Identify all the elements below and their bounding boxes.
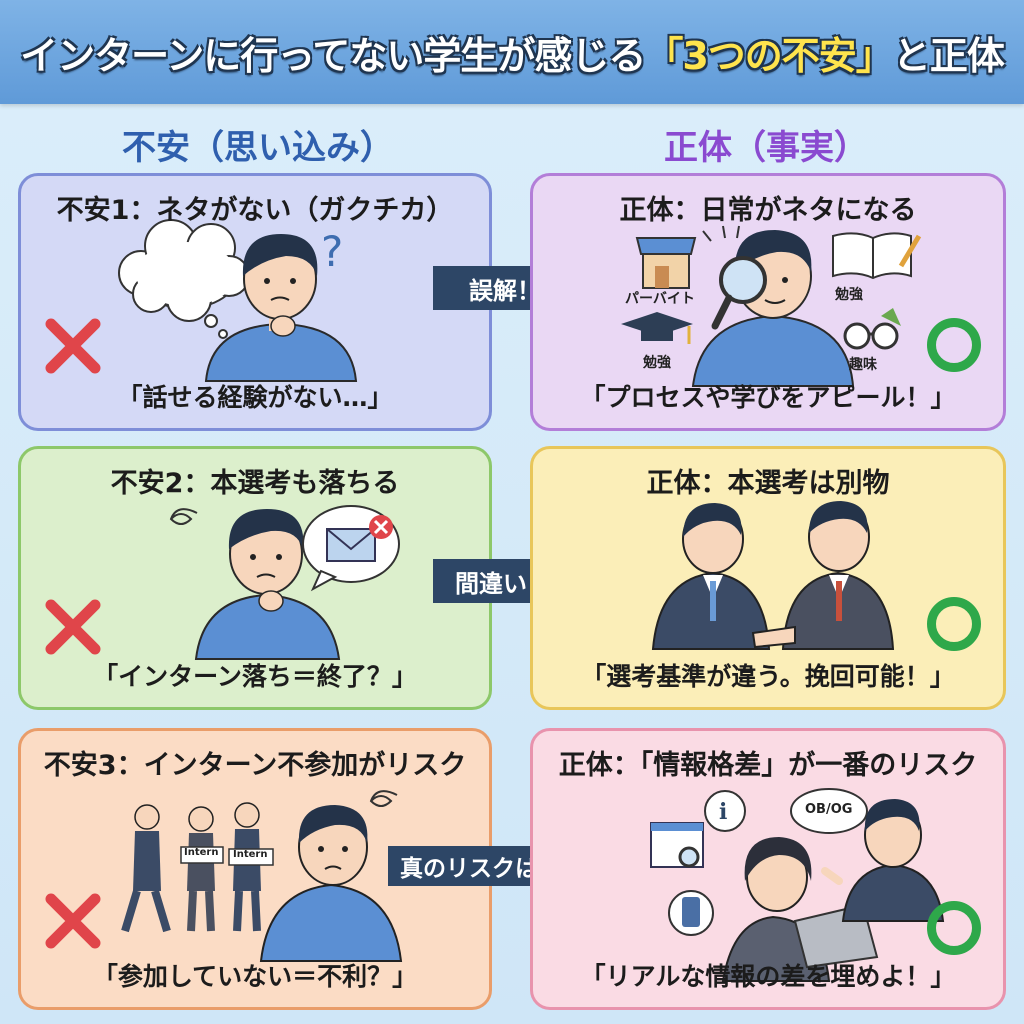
worried-student-illustration xyxy=(169,505,400,660)
title-highlight: 「3つの不安」 xyxy=(645,33,893,78)
circle-mark-icon xyxy=(927,597,981,651)
book-icon xyxy=(832,232,922,280)
anxiety-card-2: 不安2：本選考も落ちる 「インターン落ち＝終了？」 xyxy=(18,446,492,710)
shop-icon xyxy=(635,237,697,289)
anxiety-quote: 「話せる経験がない…」 xyxy=(117,383,393,412)
icon-label: 勉強 xyxy=(643,355,671,371)
title-suffix: と正体 xyxy=(892,33,1005,78)
circle-mark-icon xyxy=(927,318,981,372)
left-column-heading: 不安（思い込み） xyxy=(122,128,394,168)
arrow-label: 誤解！ xyxy=(469,276,541,305)
cross-mark-icon xyxy=(43,891,103,955)
glasses-icon xyxy=(843,308,901,350)
icon-label: 趣味 xyxy=(849,357,877,373)
right-column-heading: 正体（事実） xyxy=(664,128,868,168)
truth-title: 正体：本選考は別物 xyxy=(646,468,890,499)
interns-and-student-illustration xyxy=(121,790,403,962)
anxiety-card-1: ? 不安1：ネタがない（ガクチカ） 「話せる経験がない…」 xyxy=(18,173,492,431)
intern-sign: Intern xyxy=(184,847,219,858)
title-main: インターンに行ってない学生が感じる xyxy=(20,33,646,78)
smartphone-icon xyxy=(668,890,714,936)
truth-quote: 「選考基準が違う。挽回可能！」 xyxy=(581,662,955,691)
intern-sign: Intern xyxy=(233,849,268,860)
graduation-cap-icon xyxy=(621,312,693,344)
anxiety-title: 不安2：本選考も落ちる xyxy=(110,468,400,499)
cross-mark-icon xyxy=(43,316,103,380)
circle-mark-icon xyxy=(927,901,981,955)
anxiety-title: 不安3：インターン不参加がリスク xyxy=(43,750,467,781)
anxiety-title: 不安1：ネタがない（ガクチカ） xyxy=(56,195,454,226)
information-gathering-illustration: i xyxy=(650,788,945,982)
title-banner: インターンに行ってない学生が感じる「3つの不安」と正体 xyxy=(0,0,1024,104)
worried-student-illustration: ? xyxy=(118,219,358,382)
truth-card-1: パーバイト 勉強 勉強 趣味 正体：日常がネタになる 「プロセスや学びをアピール… xyxy=(530,173,1006,431)
truth-quote: 「プロセスや学びをアピール！」 xyxy=(580,383,956,412)
icon-label: 勉強 xyxy=(835,287,863,303)
browser-search-icon xyxy=(650,822,704,868)
cross-mark-icon xyxy=(43,597,103,661)
info-bubble-icon: i xyxy=(704,790,746,832)
anxiety-quote: 「参加していない＝不利？」 xyxy=(92,962,418,991)
truth-card-3: i OB/OG 正体：「情報格差」が一番のリスク 「リアルな情報の差を埋めよ！」 xyxy=(530,728,1006,1010)
svg-text:i: i xyxy=(719,799,727,825)
page-title: インターンに行ってない学生が感じる「3つの不安」と正体 xyxy=(20,25,1005,80)
discovery-illustration xyxy=(621,225,922,387)
obog-bubble-label: OB/OG xyxy=(805,802,853,817)
truth-quote: 「リアルな情報の差を埋めよ！」 xyxy=(580,962,956,991)
handshake-illustration xyxy=(651,501,895,650)
truth-title: 正体：日常がネタになる xyxy=(619,195,917,226)
truth-title: 正体：「情報格差」が一番のリスク xyxy=(558,750,978,781)
truth-card-2: 正体：本選考は別物 「選考基準が違う。挽回可能！」 xyxy=(530,446,1006,710)
anxiety-quote: 「インターン落ち＝終了？」 xyxy=(93,662,417,691)
rejected-mail-icon xyxy=(302,505,400,592)
icon-label: パーバイト xyxy=(625,291,695,307)
svg-text:?: ? xyxy=(321,227,343,276)
